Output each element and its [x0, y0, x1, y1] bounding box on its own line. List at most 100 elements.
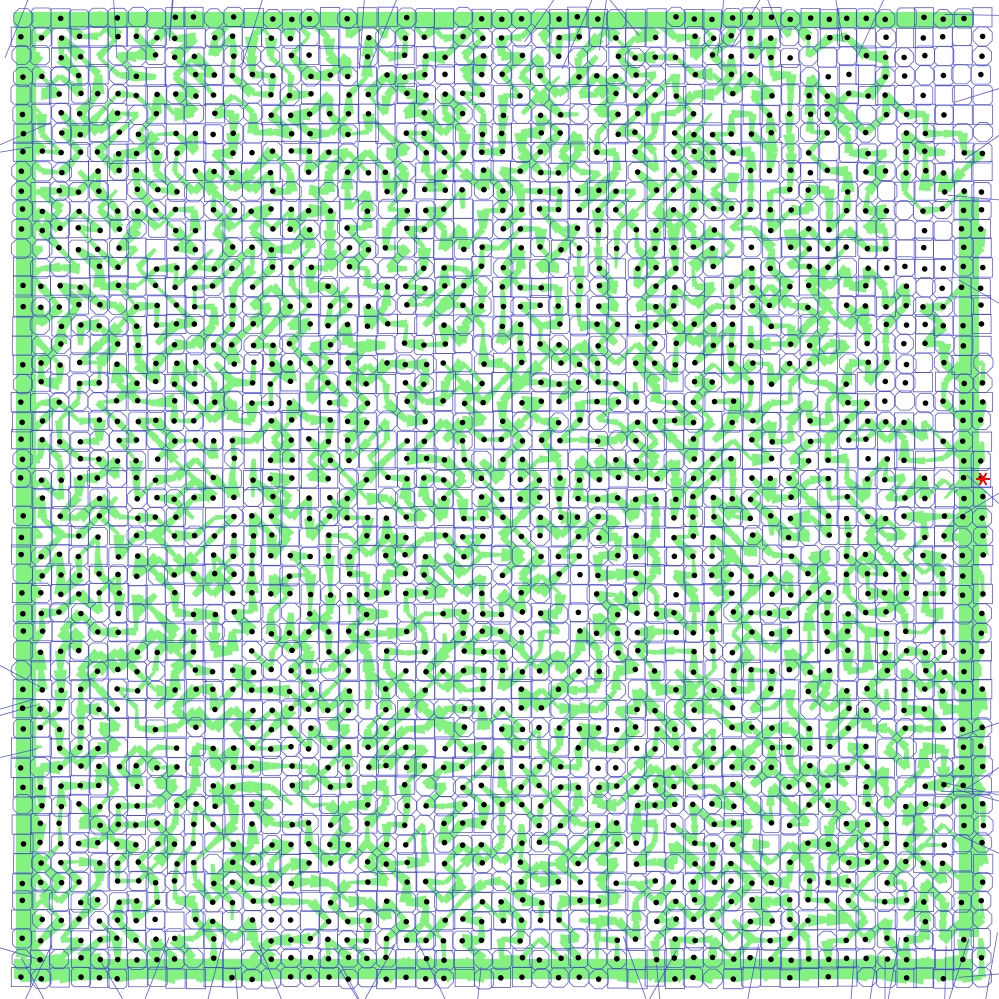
maze-band [749, 859, 776, 887]
maze-band [501, 437, 526, 462]
maze-band [903, 820, 929, 847]
maze-band [78, 210, 103, 234]
maze-band [695, 935, 714, 944]
maze-band [266, 534, 292, 560]
maze-band [213, 361, 237, 386]
maze-band [595, 113, 620, 136]
maze-band [192, 840, 217, 864]
maze-band [596, 396, 619, 408]
maze-band [210, 614, 220, 633]
maze-band [503, 92, 521, 100]
maze-band [689, 612, 698, 634]
maze-band [174, 229, 197, 251]
maze-band [921, 419, 945, 443]
maze-band [136, 301, 158, 312]
maze-band [924, 145, 946, 157]
maze-band [191, 362, 198, 385]
maze-band [652, 708, 680, 734]
maze-band [536, 727, 542, 750]
maze-band [266, 249, 277, 268]
maze-band [595, 650, 603, 672]
maze-band [924, 651, 946, 673]
maze-band [382, 651, 391, 670]
maze-band [248, 458, 258, 481]
maze-band [862, 531, 888, 557]
maze-band [129, 460, 144, 478]
maze-band [939, 397, 965, 423]
maze-band [923, 668, 944, 692]
maze-band [787, 841, 815, 868]
maze-band [54, 326, 68, 345]
maze-band [326, 937, 352, 962]
maze-band [477, 492, 505, 520]
maze-band [538, 744, 562, 768]
maze-band [671, 343, 679, 365]
maze-band [154, 474, 177, 486]
maze-band [211, 242, 238, 272]
maze-band [114, 418, 138, 442]
maze-band [111, 902, 124, 921]
maze-band [398, 478, 412, 500]
maze-band [77, 224, 101, 233]
maze-band [76, 383, 83, 402]
maze-band [867, 571, 886, 577]
maze-band [482, 624, 501, 638]
maze-band [270, 93, 292, 117]
maze-band [691, 895, 719, 922]
maze-band [635, 50, 656, 64]
maze-band [541, 629, 560, 635]
maze-band [461, 765, 487, 789]
maze-band [733, 818, 752, 830]
maze-band [861, 917, 890, 944]
maze-band [404, 822, 427, 846]
maze-band [174, 339, 196, 351]
maze-band [461, 361, 485, 386]
maze-band [498, 227, 522, 251]
maze-band [135, 939, 159, 962]
maze-band [365, 840, 391, 869]
maze-band [347, 839, 371, 865]
maze-band [95, 92, 120, 118]
maze-band [364, 148, 387, 174]
maze-path-bands [14, 10, 989, 985]
maze-band [807, 837, 829, 851]
maze-band [464, 704, 482, 713]
maze-band [497, 628, 524, 654]
maze-band [557, 150, 582, 174]
maze-band [597, 418, 619, 426]
maze-band [324, 419, 336, 442]
maze-band [862, 113, 888, 136]
maze-band [844, 518, 854, 536]
maze-band [424, 186, 446, 193]
maze-band [460, 629, 485, 655]
maze-band [922, 724, 944, 734]
maze-band [189, 209, 202, 231]
maze-band [865, 203, 887, 218]
maze-band [731, 918, 756, 944]
maze-band [771, 875, 790, 889]
maze-band [633, 746, 658, 771]
maze-band [304, 822, 314, 844]
maze-band [347, 381, 371, 406]
maze-band [541, 283, 559, 293]
maze-band [748, 72, 776, 100]
maze-band [499, 377, 526, 404]
maze-band [861, 766, 888, 792]
maze-band [537, 746, 565, 772]
maze-band [460, 878, 487, 903]
maze-band [615, 784, 640, 807]
maze-band [441, 111, 467, 136]
maze-band [405, 132, 429, 155]
maze-band [595, 282, 620, 309]
maze-band [593, 246, 603, 269]
maze-band [823, 762, 849, 788]
maze-band [117, 438, 138, 462]
maze-band [438, 267, 451, 287]
maze-band [520, 764, 543, 789]
maze-band [558, 804, 582, 827]
maze-band [917, 921, 931, 941]
maze-band [229, 902, 236, 921]
maze-band [710, 513, 736, 538]
maze-band [862, 786, 874, 805]
maze-band [190, 322, 217, 350]
